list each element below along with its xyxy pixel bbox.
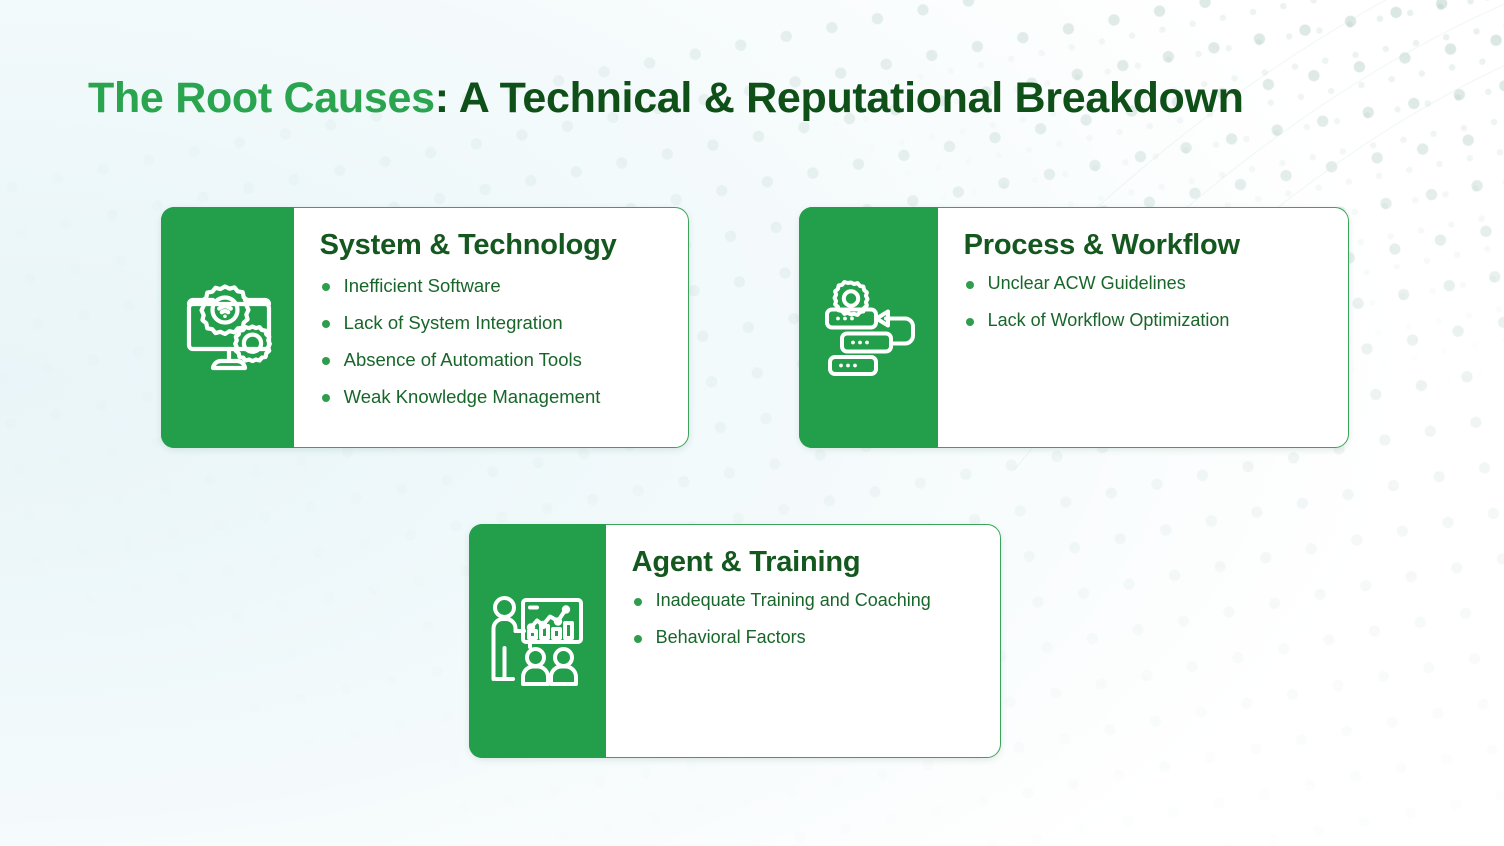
list-item-label: Inefficient Software: [343, 275, 501, 297]
card-icon-panel: [160, 206, 294, 449]
card-body: System & Technology Inefficient Software…: [294, 208, 688, 447]
list-item-label: Weak Knowledge Management: [343, 385, 601, 407]
bullet-dot-icon: [321, 356, 330, 365]
list-item-label: Lack of Workflow Optimization: [987, 309, 1230, 330]
card-title: Agent & Training: [631, 546, 861, 578]
list-item: Absence of Automation Tools: [320, 349, 670, 371]
title-highlight: The Root Causes: [88, 74, 435, 122]
bullet-list: Unclear ACW Guidelines Lack of Workflow …: [964, 273, 1330, 330]
presenter-audience-chart-icon: [491, 596, 584, 686]
card-agent-training[interactable]: Agent & Training Inadequate Training and…: [468, 523, 1001, 759]
bullet-list: Inefficient Software Lack of System Inte…: [320, 275, 670, 407]
list-item: Inefficient Software: [320, 275, 670, 297]
list-item: Lack of System Integration: [320, 312, 670, 334]
list-item: Lack of Workflow Optimization: [964, 310, 1330, 331]
monitor-gears-wifi-icon: [187, 283, 273, 370]
list-item: Behavioral Factors: [632, 627, 982, 648]
bullet-dot-icon: [633, 634, 642, 643]
list-item-label: Inadequate Training and Coaching: [655, 590, 931, 611]
list-item: Weak Knowledge Management: [320, 386, 670, 408]
title-rest: : A Technical & Reputational Breakdown: [434, 74, 1244, 122]
list-item-label: Unclear ACW Guidelines: [987, 273, 1186, 294]
page-title: The Root Causes: A Technical & Reputatio…: [88, 74, 1244, 123]
list-item: Inadequate Training and Coaching: [632, 590, 982, 611]
card-title: System & Technology: [319, 229, 617, 261]
bullet-dot-icon: [965, 281, 974, 290]
bullet-dot-icon: [321, 283, 330, 292]
bullet-dot-icon: [965, 317, 974, 326]
bullet-dot-icon: [633, 598, 642, 607]
list-item-label: Absence of Automation Tools: [343, 348, 582, 370]
card-icon-panel: [468, 523, 606, 759]
card-title: Process & Workflow: [963, 229, 1240, 261]
bullet-dot-icon: [321, 393, 330, 402]
card-body: Process & Workflow Unclear ACW Guideline…: [938, 208, 1348, 447]
bullet-dot-icon: [321, 320, 330, 329]
card-process-workflow[interactable]: Process & Workflow Unclear ACW Guideline…: [798, 206, 1349, 449]
list-item-label: Behavioral Factors: [655, 626, 806, 647]
card-body: Agent & Training Inadequate Training and…: [606, 525, 1000, 757]
list-item-label: Lack of System Integration: [343, 312, 563, 334]
workflow-gear-arrow-icon: [825, 279, 916, 376]
bullet-list: Inadequate Training and Coaching Behavio…: [632, 590, 982, 647]
list-item: Unclear ACW Guidelines: [964, 273, 1330, 294]
card-system-technology[interactable]: System & Technology Inefficient Software…: [160, 206, 689, 449]
card-icon-panel: [798, 206, 938, 449]
